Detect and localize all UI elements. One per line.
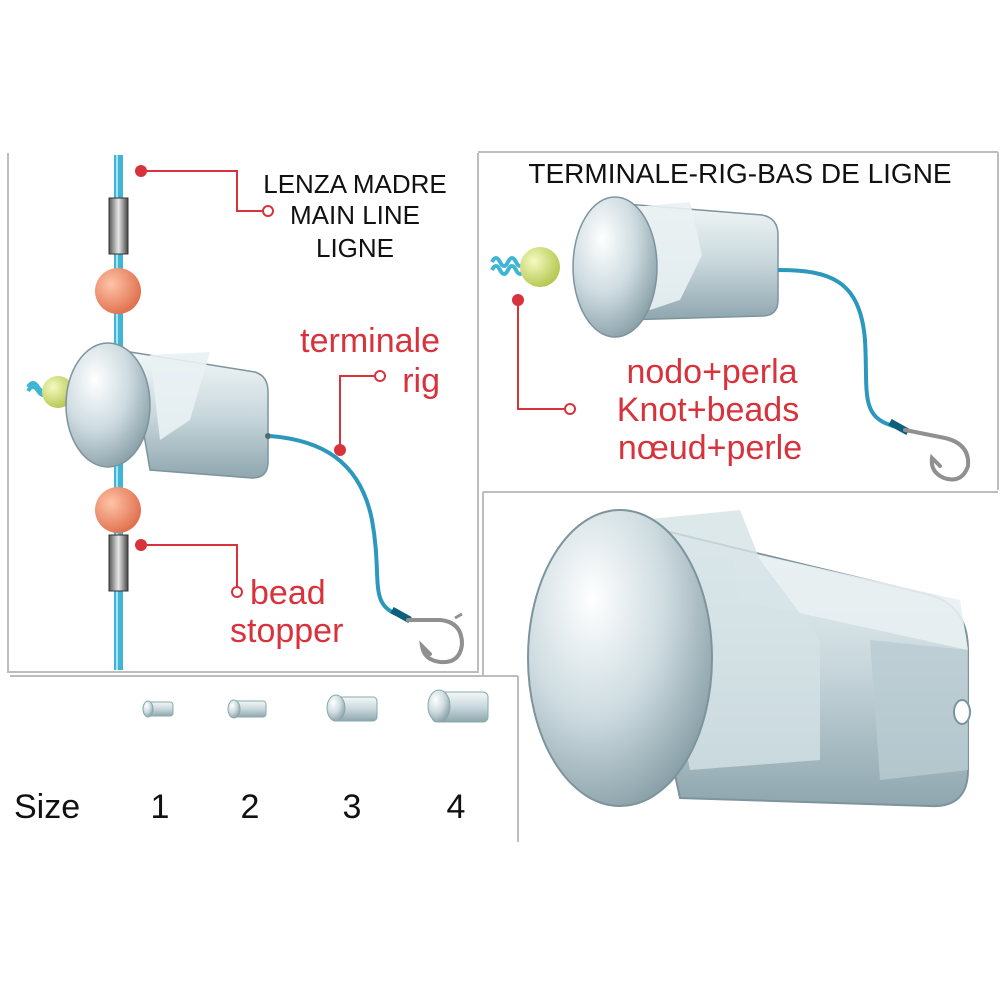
lower-orange-bead — [95, 487, 141, 533]
panel-frames — [7, 151, 999, 842]
size-icons — [142, 689, 489, 723]
terminal-line — [269, 434, 409, 622]
label-rig: rig — [402, 362, 440, 400]
size-2-weight — [227, 699, 267, 719]
label-terminale: terminale — [300, 322, 440, 360]
label-main-line: MAIN LINE — [290, 200, 420, 230]
left-callouts — [141, 170, 376, 590]
size-value-3: 3 — [343, 788, 362, 826]
rig-title: TERMINALE-RIG-BAS DE LIGNE — [528, 158, 951, 189]
callout-dot — [135, 539, 147, 551]
rig-green-bead — [520, 247, 560, 287]
size-4-weight — [427, 689, 489, 723]
size-value-2: 2 — [241, 788, 260, 826]
label-lenza-madre: LENZA MADRE — [263, 169, 447, 199]
label-noeud-perle: nœud+perle — [618, 429, 802, 467]
callout-dot — [135, 165, 147, 177]
size-label: Size — [14, 788, 80, 826]
size-value-4: 4 — [447, 788, 466, 826]
lower-stopper-tube — [108, 534, 129, 592]
rig-detail-illustration — [490, 196, 971, 482]
main-line-illustration — [26, 155, 465, 670]
size-value-1: 1 — [151, 788, 170, 826]
callout-ring — [564, 403, 576, 415]
left-hook — [406, 618, 465, 665]
lead-weight-dome — [65, 342, 151, 468]
callout-ring — [231, 586, 243, 598]
rig-weight-dome — [572, 196, 658, 338]
size-1-weight — [142, 700, 174, 718]
callout-ring — [374, 370, 386, 382]
closeup-hole — [953, 699, 971, 725]
label-knot-beads: Knot+beads — [617, 391, 799, 429]
label-nodo-perla: nodo+perla — [626, 353, 797, 391]
label-bead: bead — [250, 574, 326, 612]
label-stopper: stopper — [230, 612, 343, 650]
upper-stopper-tube — [108, 197, 129, 255]
callout-dot — [334, 444, 346, 456]
rig-callout — [517, 300, 566, 410]
closeup-dome — [527, 509, 713, 807]
label-ligne: LIGNE — [316, 233, 394, 263]
weight-closeup — [527, 509, 971, 808]
callout-dot — [512, 294, 524, 306]
callout-ring — [262, 205, 274, 217]
rig-hook — [903, 428, 971, 482]
upper-orange-bead — [95, 268, 141, 314]
rig-terminal-line — [777, 268, 906, 432]
size-3-weight — [326, 694, 378, 722]
